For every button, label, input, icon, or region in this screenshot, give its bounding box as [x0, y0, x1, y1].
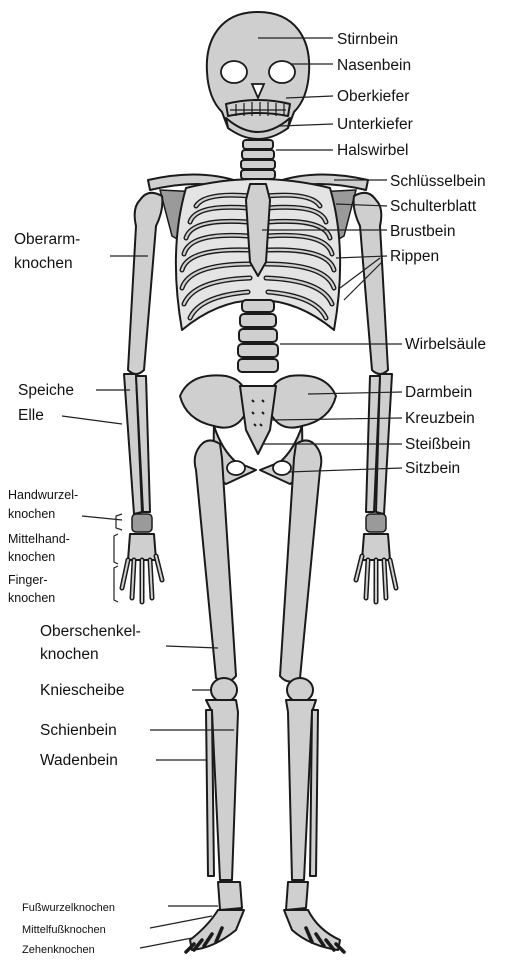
label-handwurzel-line1: Handwurzel- [8, 488, 78, 502]
label-elle: Elle [18, 407, 44, 424]
foot-right [284, 882, 344, 952]
label-brustbein: Brustbein [390, 223, 455, 240]
label-schulterblatt: Schulterblatt [390, 198, 477, 215]
label-kniescheibe: Kniescheibe [40, 682, 124, 699]
label-oberschenkel-line1: Oberschenkel- [40, 623, 141, 640]
label-schluesselbein: Schlüsselbein [390, 173, 486, 190]
label-wirbelsaeule: Wirbelsäule [405, 336, 486, 353]
humerus-right [354, 193, 388, 374]
label-darmbein: Darmbein [405, 384, 472, 401]
label-wadenbein: Wadenbein [40, 752, 118, 769]
label-speiche: Speiche [18, 382, 74, 399]
label-finger-line1: Finger- [8, 573, 48, 587]
fibula-left [206, 710, 214, 876]
cervical-spine [241, 140, 275, 179]
label-oberschenkel-line2: knochen [40, 646, 99, 663]
patella-left [211, 678, 237, 702]
label-oberarm-line2: knochen [14, 255, 73, 272]
label-sitzbein: Sitzbein [405, 460, 460, 477]
label-finger-line2: knochen [8, 591, 55, 605]
fibula-right [310, 710, 318, 876]
label-stirnbein: Stirnbein [337, 31, 398, 48]
hand-right [356, 514, 396, 602]
label-unterkiefer: Unterkiefer [337, 116, 413, 133]
patella-right [287, 678, 313, 702]
label-mittelfuss: Mittelfußknochen [22, 924, 106, 936]
label-mittelhand-line2: knochen [8, 550, 55, 564]
foot-left [186, 882, 244, 952]
label-handwurzel-line2: knochen [8, 507, 55, 521]
label-oberkiefer: Oberkiefer [337, 88, 409, 105]
label-kreuzbein: Kreuzbein [405, 410, 475, 427]
humerus-left [128, 193, 162, 374]
label-schienbein: Schienbein [40, 722, 117, 739]
lumbar-spine [238, 300, 278, 372]
label-rippen: Rippen [390, 248, 439, 265]
label-fusswurzel: Fußwurzelknochen [22, 902, 115, 914]
skull [207, 12, 309, 139]
label-steissbein: Steißbein [405, 436, 470, 453]
label-nasenbein: Nasenbein [337, 57, 411, 74]
label-oberarm-line1: Oberarm- [14, 231, 80, 248]
label-mittelhand-line1: Mittelhand- [8, 532, 70, 546]
label-halswirbel: Halswirbel [337, 142, 409, 159]
label-zehen: Zehenknochen [22, 944, 95, 956]
hand-left [122, 514, 162, 602]
